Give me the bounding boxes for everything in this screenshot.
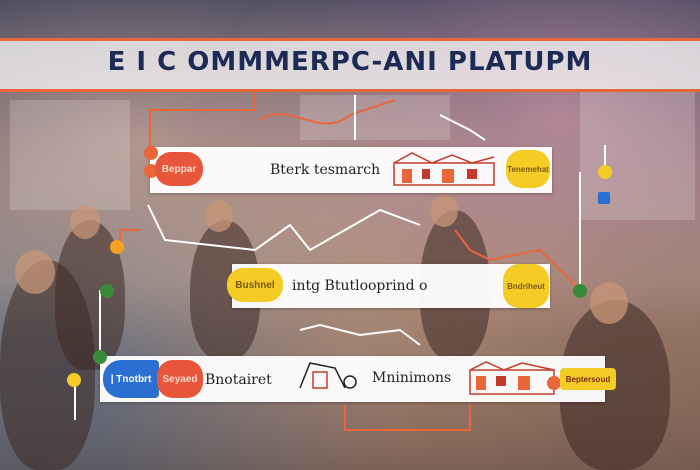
storefront-illustration <box>393 152 495 186</box>
shopper-head <box>70 205 100 239</box>
connector-dot <box>144 146 158 160</box>
flow-row-2 <box>232 264 550 308</box>
page-title: E I C OMMMERPC-ANI PLATUPM <box>107 47 593 77</box>
connector-dot <box>93 350 107 364</box>
shelf-left <box>10 100 130 210</box>
flow-row-2-left-pill: Bushnel <box>227 268 283 302</box>
connector-dot <box>547 376 561 390</box>
shopper-head <box>430 195 458 227</box>
title-banner <box>0 38 700 92</box>
flow-row-1-right-pill: Tenemehat <box>506 150 550 188</box>
shopper-head <box>590 282 628 324</box>
storefront-illustration <box>299 362 357 389</box>
flow-row-1-label: Bterk tesmarch <box>270 162 381 178</box>
shopper-head <box>15 250 55 294</box>
flow-row-3-label-right: Mninimons <box>372 370 452 386</box>
storefront-illustration <box>469 361 555 395</box>
connector-dot <box>67 373 81 387</box>
flow-row-1-left-pill: Beppar <box>155 152 203 186</box>
flow-row-3-right-pill: Beptersoud <box>560 368 616 390</box>
flow-row-2-label: intg Btutlooprind o <box>292 278 428 294</box>
connector-dot <box>598 165 612 179</box>
connector-dot <box>573 284 587 298</box>
connector-dot <box>598 192 610 204</box>
flow-row-2-right-pill: Bndriheut <box>503 264 549 308</box>
connector-dot <box>110 240 124 254</box>
connector-dot <box>100 284 114 298</box>
flow-row-3-left-pill: Seyaed <box>157 360 203 398</box>
shopper-head <box>205 200 233 232</box>
flow-row-3-label-left: Bnotairet <box>205 372 272 388</box>
flow-row-3-left-tag: | Tnotbrt <box>103 360 159 398</box>
shelf-center <box>300 95 450 140</box>
connector-dot <box>144 164 158 178</box>
